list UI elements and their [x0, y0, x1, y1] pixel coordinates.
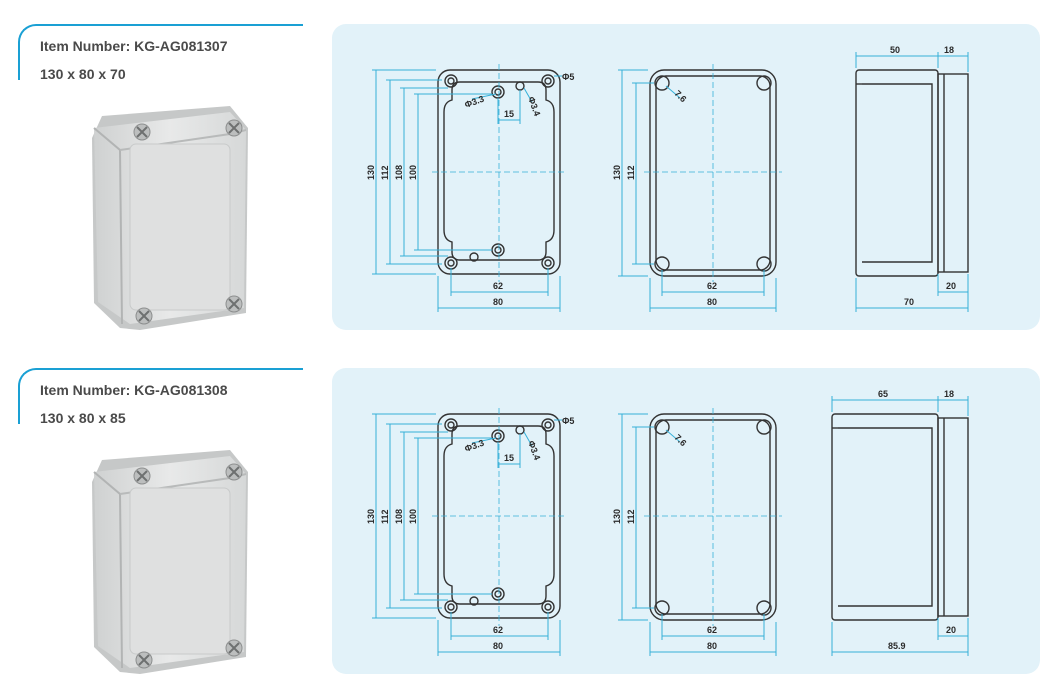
dim-front-height-outer: 130: [366, 509, 376, 524]
dim-side-lid-depth: 18: [944, 45, 954, 55]
dim-hole-diameter-b: Φ3.4: [526, 439, 542, 461]
dim-back-height-inner: 112: [626, 165, 636, 180]
dim-back-width-inner: 62: [707, 625, 717, 635]
dim-back-width-outer: 80: [707, 297, 717, 307]
dim-hole-spacing: 15: [504, 453, 514, 463]
product-dimensions: 130 x 80 x 70: [40, 66, 126, 82]
dim-front-height-inner2: 100: [408, 165, 418, 180]
side-view-drawing: [831, 413, 969, 621]
dim-side-lid-depth-bottom: 20: [946, 625, 956, 635]
product-dimensions: 130 x 80 x 85: [40, 410, 126, 426]
dim-back-corner: 7.6: [673, 432, 689, 448]
item-number: Item Number: KG-AG081308: [40, 382, 228, 398]
dim-front-height-inner1: 108: [394, 165, 404, 180]
dim-back-height-outer: 130: [612, 165, 622, 180]
screw-icon: [135, 651, 153, 669]
dim-side-lid-depth: 18: [944, 389, 954, 399]
dim-corner-diameter: Φ5: [562, 72, 574, 82]
side-view-drawing: [855, 69, 969, 277]
dim-hole-diameter-a: Φ3.3: [463, 438, 485, 454]
dim-front-height-mid: 112: [380, 165, 390, 180]
dim-side-body-depth: 50: [890, 45, 900, 55]
product-photo: [92, 106, 248, 330]
screw-icon: [225, 119, 243, 137]
screw-icon: [225, 463, 243, 481]
screw-icon: [133, 123, 151, 141]
dim-front-width-inner: 62: [493, 281, 503, 291]
product-photo: [92, 450, 248, 674]
dim-back-height-outer: 130: [612, 509, 622, 524]
dim-back-height-inner: 112: [626, 509, 636, 524]
dim-front-width-outer: 80: [493, 641, 503, 651]
screw-icon: [135, 307, 153, 325]
dim-back-width-outer: 80: [707, 641, 717, 651]
title-bracket: [18, 24, 303, 80]
dim-back-width-inner: 62: [707, 281, 717, 291]
dim-hole-diameter-b: Φ3.4: [526, 95, 542, 117]
dim-hole-spacing: 15: [504, 109, 514, 119]
dim-front-height-outer: 130: [366, 165, 376, 180]
dim-side-lid-depth-bottom: 20: [946, 281, 956, 291]
dim-back-corner: 7.6: [673, 88, 689, 104]
title-bracket: [18, 368, 303, 424]
item-number: Item Number: KG-AG081307: [40, 38, 228, 54]
product-card-2: Item Number: KG-AG081308 130 x 80 x 85: [0, 344, 1061, 674]
drawing-panel: 130 112 108 100 62 80 15 Φ3.3 Φ3.4 Φ5 13…: [332, 24, 1040, 330]
dim-hole-diameter-a: Φ3.3: [463, 94, 485, 110]
product-card-1: Item Number: KG-AG081307 130 x 80 x 70: [0, 0, 1061, 330]
dim-front-height-mid: 112: [380, 509, 390, 524]
dim-corner-diameter: Φ5: [562, 416, 574, 426]
dim-front-width-outer: 80: [493, 297, 503, 307]
dim-side-body-depth: 65: [878, 389, 888, 399]
screw-icon: [225, 295, 243, 313]
dim-front-width-inner: 62: [493, 625, 503, 635]
screw-icon: [225, 639, 243, 657]
dim-side-total-depth: 85.9: [888, 641, 906, 651]
dim-side-total-depth: 70: [904, 297, 914, 307]
drawing-panel: 130 112 108 100 62 80 15 Φ3.3 Φ3.4 Φ5 13…: [332, 368, 1040, 674]
dim-front-height-inner2: 100: [408, 509, 418, 524]
dim-front-height-inner1: 108: [394, 509, 404, 524]
screw-icon: [133, 467, 151, 485]
